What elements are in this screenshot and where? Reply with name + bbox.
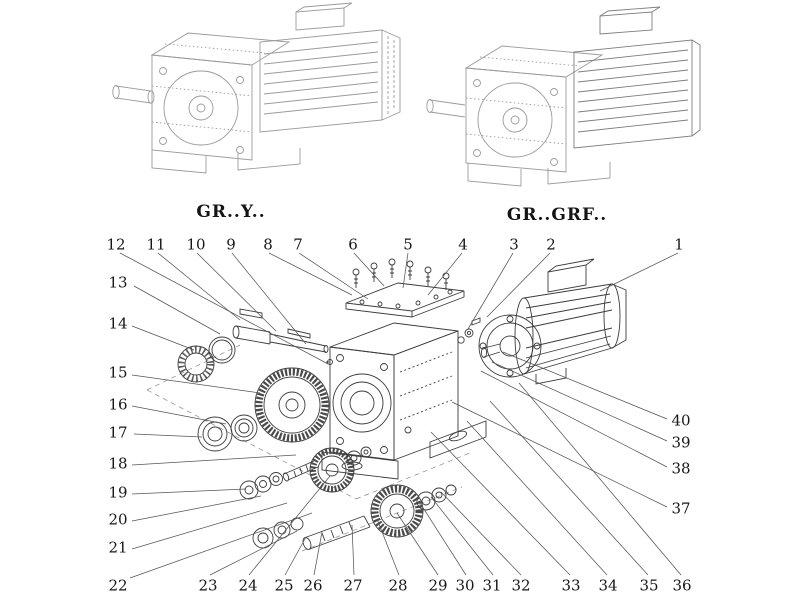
model-title-gr-grf: GR..GRF..: [506, 205, 608, 225]
cover-bolts: [352, 258, 450, 290]
pinion-shaft-small: [282, 460, 319, 482]
callout-4: 4: [458, 235, 468, 254]
callout-7: 7: [293, 235, 303, 254]
callout-36: 36: [672, 576, 692, 595]
gear-output: [370, 484, 424, 538]
gear-mid: [309, 447, 355, 493]
callout-28: 28: [388, 576, 408, 595]
rings-mid: [346, 446, 372, 466]
callout-31: 31: [482, 576, 502, 595]
bearing-2: [230, 414, 258, 442]
callout-32: 32: [511, 576, 531, 595]
callout-34: 34: [598, 576, 618, 595]
callout-14: 14: [108, 314, 128, 333]
callout-15: 15: [108, 363, 128, 382]
motor-shaft-parts: [457, 317, 501, 358]
callout-27: 27: [343, 576, 363, 595]
callout-10: 10: [186, 235, 206, 254]
rings-output: [416, 484, 457, 511]
callout-16: 16: [108, 395, 128, 414]
callout-40: 40: [671, 411, 691, 430]
overview-gearmotor-grf-drawing: [426, 6, 701, 187]
alignment-guides: [146, 344, 471, 552]
callout-26: 26: [303, 576, 323, 595]
rings-bottom-left: [252, 517, 304, 549]
callout-6: 6: [348, 235, 358, 254]
callout-22: 22: [108, 576, 128, 595]
cover-plate: [345, 282, 465, 318]
overview-gearmotor-y-drawing: [112, 2, 401, 174]
callout-38: 38: [671, 459, 691, 478]
shaft-key-1: [239, 308, 263, 319]
callout-20: 20: [108, 510, 128, 529]
callout-35: 35: [639, 576, 659, 595]
callout-9: 9: [226, 235, 236, 254]
callout-21: 21: [108, 538, 128, 557]
gear-large: [254, 367, 330, 443]
callout-18: 18: [108, 454, 128, 473]
callout-25: 25: [274, 576, 294, 595]
callout-8: 8: [263, 235, 273, 254]
oil-seal: [177, 345, 215, 383]
callout-19: 19: [108, 483, 128, 502]
callout-24: 24: [238, 576, 258, 595]
callout-30: 30: [455, 576, 475, 595]
shaft-key-2: [287, 328, 311, 339]
callout-33: 33: [561, 576, 581, 595]
callout-39: 39: [671, 433, 691, 452]
retaining-ring: [208, 336, 236, 364]
callout-17: 17: [108, 423, 128, 442]
callout-23: 23: [198, 576, 218, 595]
callout-5: 5: [403, 235, 413, 254]
output-pinion-shaft: [302, 515, 371, 550]
input-shaft: [232, 308, 329, 353]
model-title-gr-y: GR..Y..: [196, 202, 266, 222]
washers-mid: [239, 472, 283, 500]
callout-13: 13: [108, 273, 128, 292]
callout-29: 29: [428, 576, 448, 595]
callout-11: 11: [146, 235, 166, 254]
callout-12: 12: [106, 235, 126, 254]
leader-lines: [119, 252, 682, 579]
callout-3: 3: [509, 235, 519, 254]
callout-1: 1: [674, 235, 684, 254]
callout-37: 37: [671, 499, 691, 518]
callout-2: 2: [546, 235, 556, 254]
motor: [478, 258, 627, 385]
gearbox-housing: [321, 322, 487, 480]
